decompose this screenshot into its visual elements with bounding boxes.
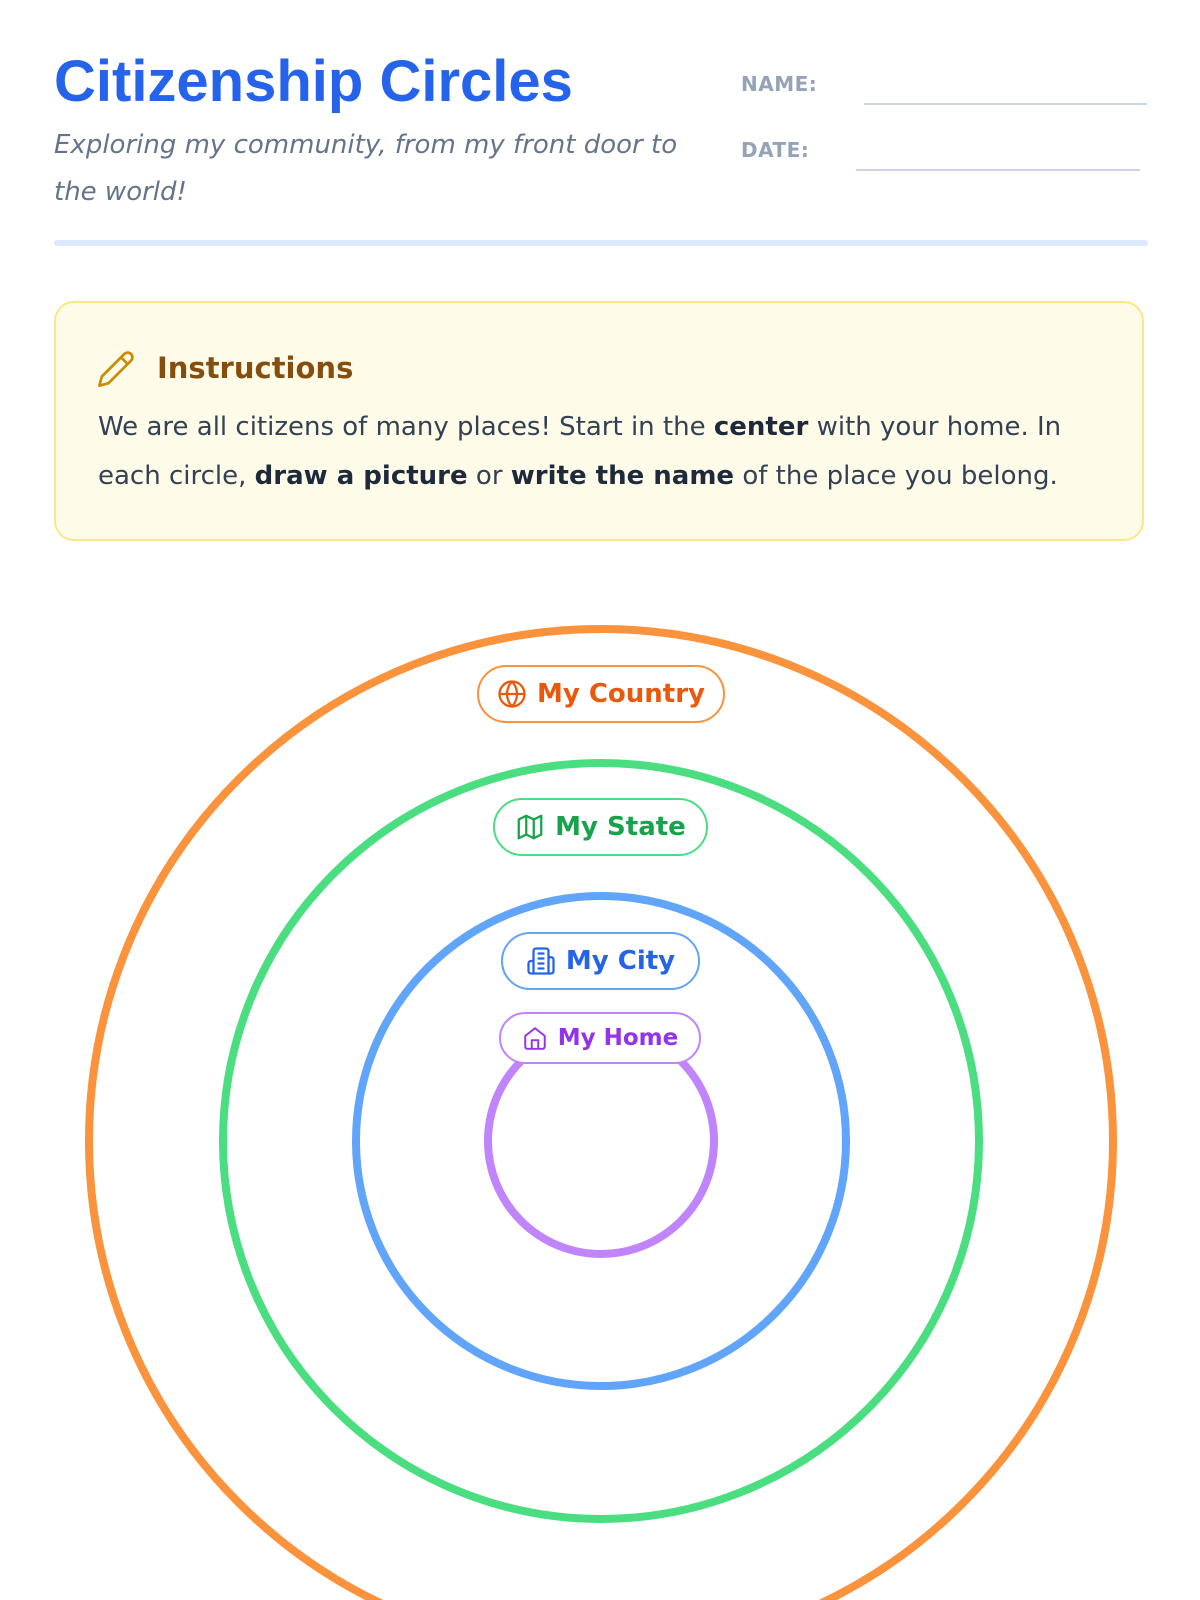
state-circle[interactable] <box>219 759 983 1523</box>
name-label: NAME: <box>741 72 818 96</box>
state-label: My State <box>555 812 686 842</box>
instructions-text-part: We are all citizens of many places! Star… <box>98 412 714 442</box>
state-label-pill: My State <box>493 798 708 856</box>
instructions-text-bold: write the name <box>510 461 735 491</box>
country-label: My Country <box>536 679 706 709</box>
instructions-text-part: with your home. In each circle, <box>98 412 1062 491</box>
building-icon <box>526 946 556 976</box>
instructions-text-bold: draw a picture <box>254 461 468 491</box>
home-label: My Home <box>557 1025 679 1051</box>
instructions-text-bold: center <box>713 412 809 442</box>
date-line[interactable] <box>856 169 1140 171</box>
date-label: DATE: <box>741 138 810 162</box>
country-label-pill: My Country <box>477 665 725 723</box>
city-label: My City <box>565 946 676 976</box>
pencil-icon <box>96 349 136 389</box>
country-circle[interactable] <box>85 625 1117 1600</box>
globe-icon <box>497 679 527 709</box>
instructions-box: Instructions We are all citizens of many… <box>54 301 1144 541</box>
worksheet-title: Citizenship Circles <box>54 49 573 114</box>
instructions-title: Instructions <box>157 351 354 385</box>
house-icon <box>522 1025 548 1051</box>
instructions-text: We are all citizens of many places! Star… <box>98 403 1108 501</box>
map-icon <box>515 812 545 842</box>
header-divider <box>54 240 1148 246</box>
city-label-pill: My City <box>501 932 700 990</box>
name-line[interactable] <box>864 103 1147 105</box>
instructions-text-part: or <box>467 461 511 491</box>
worksheet-subtitle: Exploring my community, from my front do… <box>54 130 678 207</box>
date-field[interactable]: DATE: <box>741 118 1151 171</box>
instructions-text-part: of the place you belong. <box>734 461 1058 491</box>
worksheet-header: Citizenship Circles Exploring my communi… <box>54 40 1148 250</box>
home-label-pill: My Home <box>499 1012 701 1064</box>
city-circle[interactable] <box>352 892 850 1390</box>
name-field[interactable]: NAME: <box>741 52 1151 105</box>
